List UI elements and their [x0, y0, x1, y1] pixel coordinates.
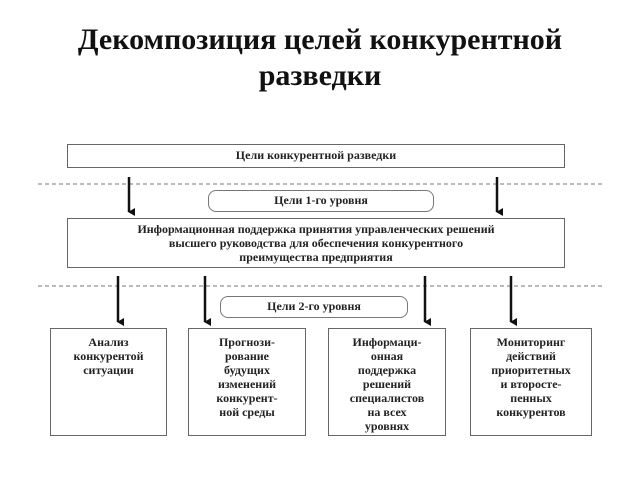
title-line-2: разведки — [258, 59, 382, 92]
goal-3-line: решений — [362, 377, 412, 391]
goal-2-line: ной среды — [219, 405, 275, 419]
top-goal-text: Цели конкурентной разведки — [235, 148, 397, 162]
goal-2-line: рование — [224, 349, 269, 363]
level1-line-1: Информационная поддержка принятия управл… — [137, 222, 495, 236]
goal-1-line: ситуации — [83, 363, 134, 377]
level1-line-2: высшего руководства для обеспечения конк… — [168, 236, 464, 250]
level2-label: Цели 2-го уровня — [220, 296, 408, 318]
goal-2-line: Прогнози- — [218, 335, 276, 349]
goal-box-4: Мониторинг действий приоритетных и второ… — [470, 328, 592, 436]
goal-2-line: будущих — [224, 363, 270, 377]
level1-label-text: Цели 1-го уровня — [274, 193, 368, 207]
level1-label: Цели 1-го уровня — [208, 190, 434, 212]
goal-3-line: поддержка — [357, 363, 417, 377]
goal-3-line: на всех — [367, 405, 407, 419]
goal-1-line: Анализ — [88, 335, 129, 349]
level2-label-text: Цели 2-го уровня — [267, 299, 361, 313]
goal-2-line: конкурент- — [216, 391, 278, 405]
level1-line-3: преимущества предприятия — [239, 250, 393, 264]
goal-1-line: конкурентой — [73, 349, 144, 363]
goal-box-3: Информаци- онная поддержка решений специ… — [328, 328, 446, 436]
goal-box-1: Анализ конкурентой ситуации — [50, 328, 167, 436]
goal-3-line: специалистов — [349, 391, 425, 405]
goal-box-2: Прогнози- рование будущих изменений конк… — [188, 328, 306, 436]
goal-4-line: Мониторинг — [496, 335, 566, 349]
level1-goal-box: Информационная поддержка принятия управл… — [67, 218, 565, 268]
goal-3-line: онная — [370, 349, 404, 363]
goal-4-line: и второсте- — [500, 377, 562, 391]
goal-4-line: пенных — [510, 391, 552, 405]
goal-3-line: уровнях — [364, 419, 410, 433]
title-line-1: Декомпозиция целей конкурентной — [77, 23, 563, 56]
goal-3-line: Информаци- — [352, 335, 422, 349]
goal-4-line: действий — [506, 349, 556, 363]
top-goal-box: Цели конкурентной разведки — [67, 144, 565, 168]
goal-2-line: изменений — [217, 377, 277, 391]
goal-4-line: конкурентов — [496, 405, 566, 419]
slide-title: Декомпозиция целей конкурентной разведки — [0, 22, 640, 94]
goal-4-line: приоритетных — [491, 363, 571, 377]
